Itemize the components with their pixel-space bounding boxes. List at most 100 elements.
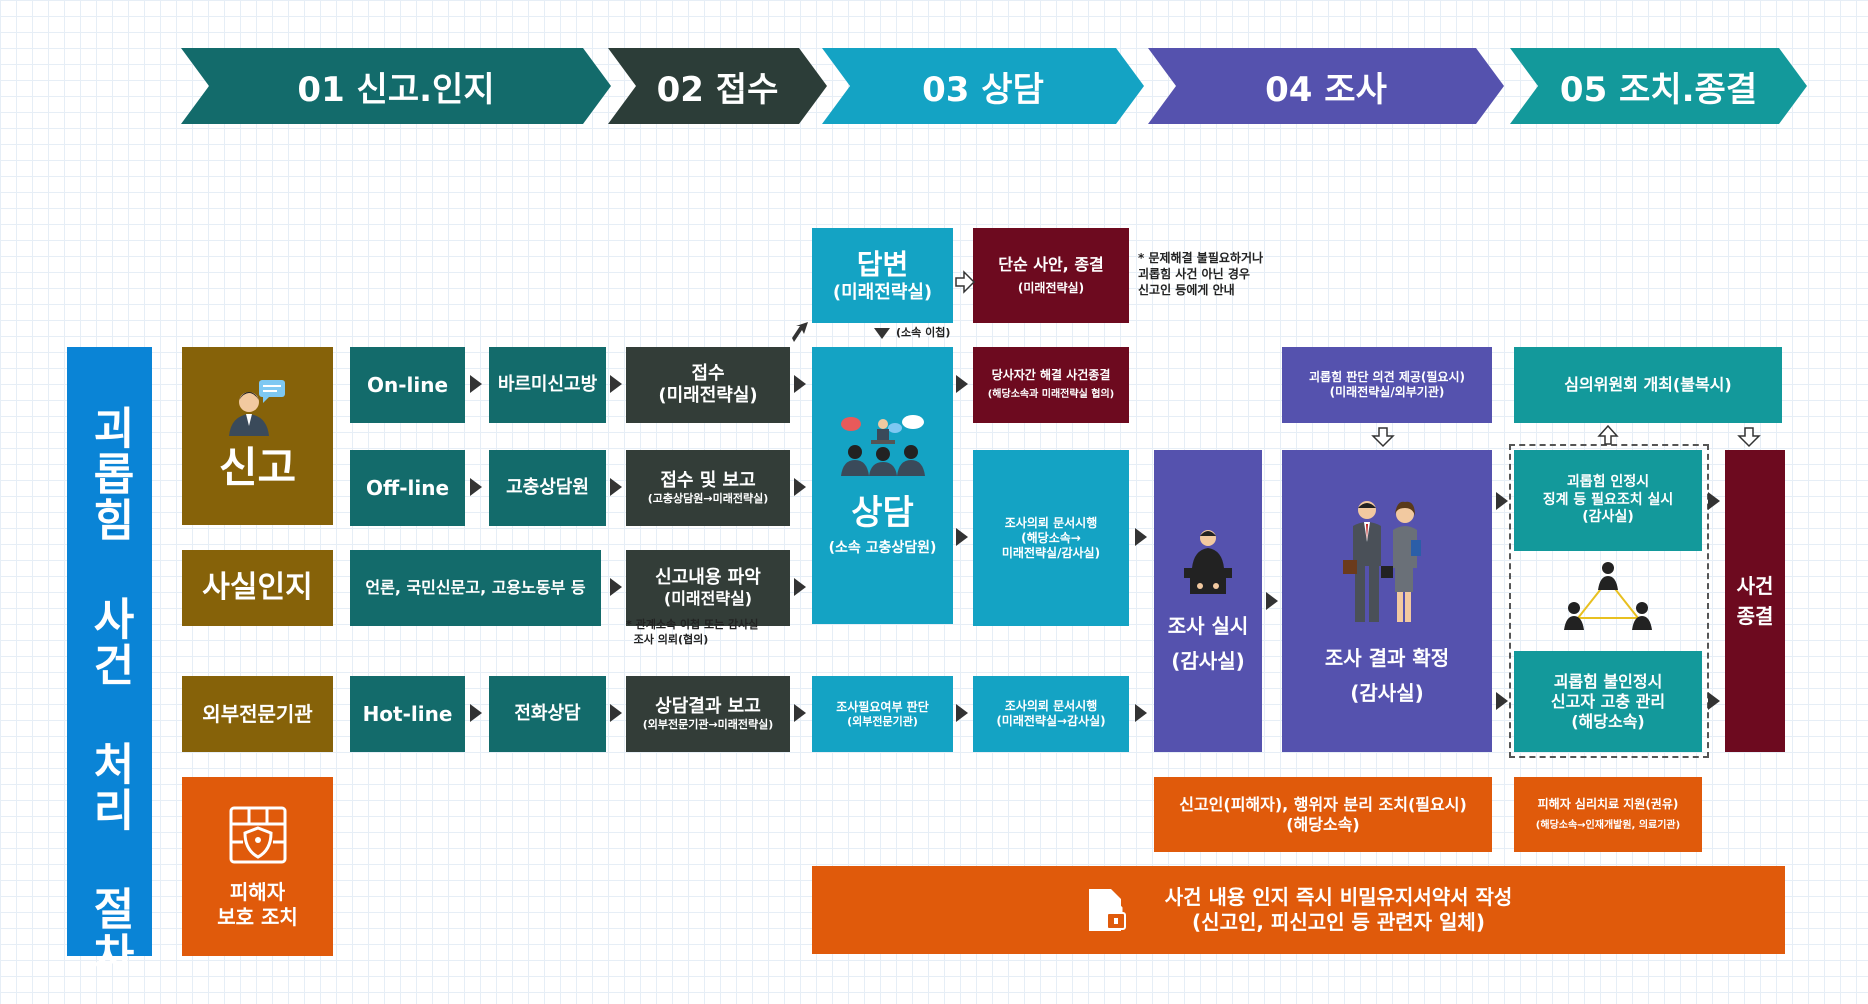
- recognized-box: 괴롭힘 인정시 징계 등 필요조치 실시 (감사실): [1514, 450, 1702, 551]
- network-people-icon: [1564, 562, 1652, 630]
- phone-counseling: 전화상담: [489, 676, 606, 752]
- opinion-sub: (미래전략실/외부기관): [1329, 385, 1445, 399]
- arrow-right: [470, 375, 482, 393]
- arrow-right: [1496, 492, 1508, 510]
- receipt-2-title: 접수 및 보고: [660, 469, 756, 491]
- media-channel: 언론, 국민신문고, 고용노동부 등: [350, 550, 601, 626]
- hotline-channel: Hot-line: [350, 676, 465, 752]
- arrow-right: [610, 478, 622, 496]
- reporter-icon: [228, 379, 285, 436]
- arrow-right: [1496, 692, 1508, 710]
- arrow-right: [956, 375, 968, 393]
- shield-lock-icon: [229, 806, 286, 863]
- arrow-right: [1135, 528, 1147, 546]
- grievance-counselor: 고충상담원: [489, 450, 606, 526]
- answer-box: 답변 (미래전략실): [812, 228, 953, 323]
- result-sub: (감사실): [1350, 681, 1424, 705]
- therapy-sub: (해당소속→인재개발원, 의료기관): [1535, 819, 1681, 831]
- receipt-1-title: 접수: [691, 362, 725, 384]
- recognized-sub: (감사실): [1582, 509, 1634, 526]
- not-recognized-sub: (해당소속): [1571, 711, 1645, 731]
- recognized-line1: 괴롭힘 인정시: [1566, 474, 1650, 491]
- counsel-main-box: 상담 (소속 고충상담원): [812, 347, 953, 624]
- receipt-4-sub: (외부전문기관→미래전략실): [642, 718, 774, 732]
- step-4-label: 04 조사: [1265, 69, 1387, 110]
- arrow-right: [956, 704, 968, 722]
- online-channel: On-line: [350, 347, 465, 423]
- arrow-right: [470, 704, 482, 722]
- answer-title: 답변: [856, 247, 909, 281]
- request-doc-1-title: 조사의뢰 문서시행: [1004, 515, 1098, 530]
- result-title: 조사 결과 확정: [1324, 646, 1450, 670]
- not-recognized-line2: 신고자 고충 관리: [1550, 691, 1666, 711]
- case-closure-label: 사건 종결: [1736, 574, 1774, 628]
- awareness-category: 사실인지: [182, 550, 333, 626]
- arrow-right: [794, 478, 806, 496]
- case-closure-box: 사건 종결: [1725, 450, 1785, 752]
- arrow-right: [1708, 492, 1720, 510]
- external-label: 외부전문기관: [202, 701, 313, 726]
- receipt-3-sub: (미래전략실): [663, 589, 753, 609]
- arrow-right: [1135, 704, 1147, 722]
- simple-case-box: 단순 사안, 종결 (미래전략실): [973, 228, 1129, 323]
- arrow-right: [610, 375, 622, 393]
- receipt-box-1: 접수 (미래전략실): [626, 347, 790, 423]
- arrow-down: [874, 328, 890, 339]
- arrow-right: [610, 704, 622, 722]
- confidentiality-box: 사건 내용 인지 즉시 비밀유지서약서 작성 (신고인, 피신고인 등 관련자 …: [812, 866, 1785, 954]
- investigation-need-sub: (외부전문기관): [847, 714, 918, 728]
- arrow-right: [1708, 692, 1720, 710]
- businesspeople-icon: [1343, 501, 1421, 622]
- investigation-sub: (감사실): [1171, 649, 1245, 673]
- victim-protection-label: 피해자 보호 조치: [217, 879, 298, 929]
- receipt-box-4: 상담결과 보고 (외부전문기관→미래전략실): [626, 676, 790, 752]
- parties-resolution-sub: (해당소속과 미래전략실 협의): [987, 389, 1115, 401]
- investigation-title: 조사 실시: [1167, 614, 1249, 638]
- receipt-box-2: 접수 및 보고 (고충상담원→미래전략실): [626, 450, 790, 526]
- investigation-box: 조사 실시 (감사실): [1154, 450, 1262, 752]
- document-lock-icon: [1088, 889, 1126, 931]
- receipt-1-sub: (미래전략실): [658, 385, 758, 406]
- arrow-right: [794, 375, 806, 393]
- request-doc-box-1: 조사의뢰 문서시행 (해당소속→ 미래전략실/감사실): [973, 450, 1129, 626]
- parties-resolution-box: 당사자간 해결 사건종결 (해당소속과 미래전략실 협의): [973, 347, 1129, 423]
- external-category: 외부전문기관: [182, 676, 333, 752]
- action-dashed-frame: [1509, 444, 1709, 758]
- receipt-2-sub: (고충상담원→미래전략실): [647, 492, 769, 506]
- victim-protection: 피해자 보호 조치: [182, 777, 333, 956]
- result-box: 조사 결과 확정 (감사실): [1282, 450, 1492, 752]
- investigation-need-box: 조사필요여부 판단 (외부전문기관): [812, 676, 953, 752]
- not-recognized-line1: 괴롭힘 불인정시: [1553, 671, 1663, 691]
- separation-sub: (해당소속): [1286, 814, 1360, 834]
- receipt-3-title: 신고내용 파악: [655, 566, 761, 588]
- arrow-right: [794, 704, 806, 722]
- step-banner: [181, 48, 1807, 124]
- receipt-note: * 관계소속 이첩 또는 감사실 조사 의뢰(협의): [626, 618, 759, 646]
- investigation-need-title: 조사필요여부 판단: [836, 699, 929, 714]
- awareness-label: 사실인지: [202, 570, 313, 606]
- opinion-box: 괴롭힘 판단 의견 제공(필요시) (미래전략실/외부기관): [1282, 347, 1492, 423]
- arrow-right: [794, 578, 806, 596]
- barumi-report-room: 바르미신고방: [489, 347, 606, 423]
- step-5-label: 05 조치.종결: [1559, 69, 1758, 110]
- request-doc-2-sub: (미래전략실→감사실): [996, 714, 1106, 728]
- simple-case-note: * 문제해결 불필요하거나 괴롭힘 사건 아닌 경우 신고인 등에게 안내: [1138, 251, 1264, 298]
- arrow-right: [956, 528, 968, 546]
- step-4-shape: [1148, 48, 1504, 124]
- offline-channel: Off-line: [350, 450, 465, 526]
- request-doc-1-sub: (해당소속→ 미래전략실/감사실): [1001, 530, 1101, 560]
- vertical-title: 괴롭힘 사건 처리 절차: [84, 405, 135, 978]
- request-doc-box-2: 조사의뢰 문서시행 (미래전략실→감사실): [973, 676, 1129, 752]
- vertical-title-bar: 괴롭힘 사건 처리 절차: [67, 347, 152, 978]
- arrow-right: [610, 578, 622, 596]
- separation-box: 신고인(피해자), 행위자 분리 조치(필요시) (해당소속): [1154, 777, 1492, 852]
- confidentiality-line1: 사건 내용 인지 즉시 비밀유지서약서 작성: [1164, 885, 1513, 909]
- request-doc-2-title: 조사의뢰 문서시행: [1004, 699, 1098, 713]
- therapy-box: 피해자 심리치료 지원(권유) (해당소속→인재개발원, 의료기관): [1514, 777, 1702, 852]
- simple-case-sub: (미래전략실): [1017, 281, 1085, 295]
- receipt-4-title: 상담결과 보고: [655, 695, 761, 717]
- step-1-shape: [181, 48, 611, 124]
- receipt-box-3: 신고내용 파악 (미래전략실): [626, 550, 790, 626]
- step-2-shape: [608, 48, 827, 124]
- step-3-label: 03 상담: [922, 69, 1044, 110]
